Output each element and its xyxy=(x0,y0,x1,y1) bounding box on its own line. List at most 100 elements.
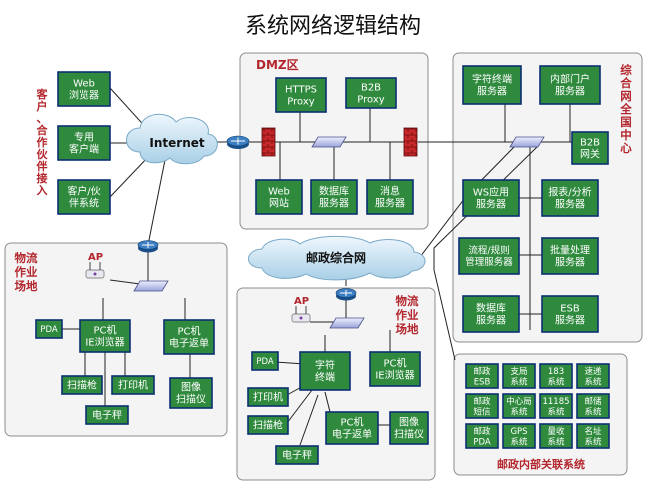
site2-ap-label: AP xyxy=(294,296,309,307)
batch-server-box-frame xyxy=(541,237,599,275)
esb-server-box-text: 服务器 xyxy=(555,314,585,327)
esb-server-box-frame xyxy=(541,295,599,333)
internal-system-box-text: 系统 xyxy=(584,376,602,387)
site2-pc-receipt-box-text: 电子返单 xyxy=(332,428,372,441)
center-side-label-char: 中 xyxy=(620,128,632,142)
partner-system-box-text: 伴系统 xyxy=(69,197,99,210)
internal-system-box-text: PDA xyxy=(473,437,491,447)
switch-icon xyxy=(133,280,169,292)
portal-server-box-text: 服务器 xyxy=(555,85,585,98)
clients-side-label-char: 伙 xyxy=(37,148,49,161)
site1-label-line: 场地 xyxy=(15,279,38,293)
postal-net-cloud xyxy=(248,235,426,281)
site2-e-scale-box: 电子秤 xyxy=(275,445,319,465)
site1-label-line: 物流 xyxy=(15,251,38,265)
char-terminal-server-box-frame xyxy=(462,65,522,105)
dedicated-client-box-frame xyxy=(57,125,111,161)
center-db-server-box-frame xyxy=(462,295,520,333)
internal-system-box-text: 系统 xyxy=(510,436,528,447)
site2-label-line: 场地 xyxy=(396,322,419,336)
site2-pda-box: PDA xyxy=(251,351,279,371)
clients-side-label-char: 、 xyxy=(37,112,48,125)
https-proxy-box-frame xyxy=(275,77,327,113)
site1-ap-label: AP xyxy=(88,252,103,263)
https-proxy-box-text: Proxy xyxy=(287,97,314,108)
internal-system-box-text: 邮政 xyxy=(473,396,491,407)
site2-char-terminal-box-frame xyxy=(299,351,351,391)
site1-pda-box: PDA xyxy=(35,319,63,339)
internal-system-box-frame xyxy=(502,363,536,389)
site1-printer-box: 打印机 xyxy=(111,375,155,395)
site2-image-scanner-box-frame xyxy=(389,411,429,445)
b2b-gateway-box-frame xyxy=(571,131,609,165)
https-proxy-box-text: HTTPS xyxy=(285,85,317,96)
site1-scanner-gun-box-frame xyxy=(61,375,103,395)
internal-system-box-text: 系统 xyxy=(510,406,528,417)
site1-label-line: 作业 xyxy=(15,265,38,279)
ws-app-server-box-text: 服务器 xyxy=(476,198,506,211)
dedicated-client-box-text: 专用 xyxy=(74,131,94,144)
workflow-server-box-text: 流程/规则 xyxy=(468,245,509,257)
internal-system-box-text: 中心局 xyxy=(506,396,532,407)
msg-server-box-text: 服务器 xyxy=(375,197,405,210)
report-server-box-frame xyxy=(541,179,599,217)
center-side-label-char: 国 xyxy=(620,115,632,129)
batch-server-box-text: 服务器 xyxy=(555,256,585,269)
ws-app-server-box-text: WS应用 xyxy=(473,186,509,199)
wireless-ap-icon xyxy=(291,306,311,323)
site1-pc-receipt-box-text: 电子返单 xyxy=(169,337,209,350)
site1-printer-box-text: 打印机 xyxy=(118,379,148,392)
clients-side-label-char: 合 xyxy=(37,123,49,137)
msg-server-box-frame xyxy=(366,179,414,215)
dmz-label: DMZ区 xyxy=(256,58,299,72)
router-icon xyxy=(226,135,250,149)
workflow-server-box-text: 管理服务器 xyxy=(465,256,513,268)
internal-system-box-text: 11185 xyxy=(542,397,569,407)
b2b-proxy-box-frame xyxy=(345,77,397,109)
dmz-db-server-box-frame xyxy=(310,179,358,215)
site2-e-scale-box-frame xyxy=(275,445,319,465)
dmz-db-server-box-text: 数据库 xyxy=(319,185,349,198)
internal-system-box-frame xyxy=(576,363,610,389)
internal-system-box-frame xyxy=(502,423,536,449)
site2-label-line: 物流 xyxy=(396,294,419,308)
internal-system-box-text: 系统 xyxy=(547,406,565,417)
site2-pc-browser-box-text: IE浏览器 xyxy=(375,369,414,382)
firewall-icon xyxy=(261,127,276,157)
report-server-box-text: 报表/分析 xyxy=(548,186,591,199)
portal-server-box-text: 内部门户 xyxy=(550,73,590,86)
site2-char-terminal-box-text: 终端 xyxy=(315,371,335,384)
site1-image-scanner-box-frame xyxy=(169,377,213,409)
b2b-gateway-box-text: B2B xyxy=(580,138,600,149)
internet-label: Internet xyxy=(149,136,204,150)
site2-pda-box-frame xyxy=(251,351,279,371)
router-icon xyxy=(137,240,159,253)
site1-image-scanner-box-text: 图像 xyxy=(181,382,201,394)
partner-system-box-text: 客户/伙 xyxy=(67,185,100,198)
site1-pc-receipt-box-text: PC机 xyxy=(177,325,200,338)
char-terminal-server-box-text: 服务器 xyxy=(477,85,507,98)
web-site-box-frame xyxy=(255,179,303,215)
site1-pc-browser-box-text: PC机 xyxy=(93,324,116,337)
web-site-box-text: Web xyxy=(268,187,290,198)
clients-side-label-char: 接 xyxy=(37,171,48,185)
site1-printer-box-frame xyxy=(111,375,155,395)
site2-scanner-gun-box-frame xyxy=(247,415,289,435)
